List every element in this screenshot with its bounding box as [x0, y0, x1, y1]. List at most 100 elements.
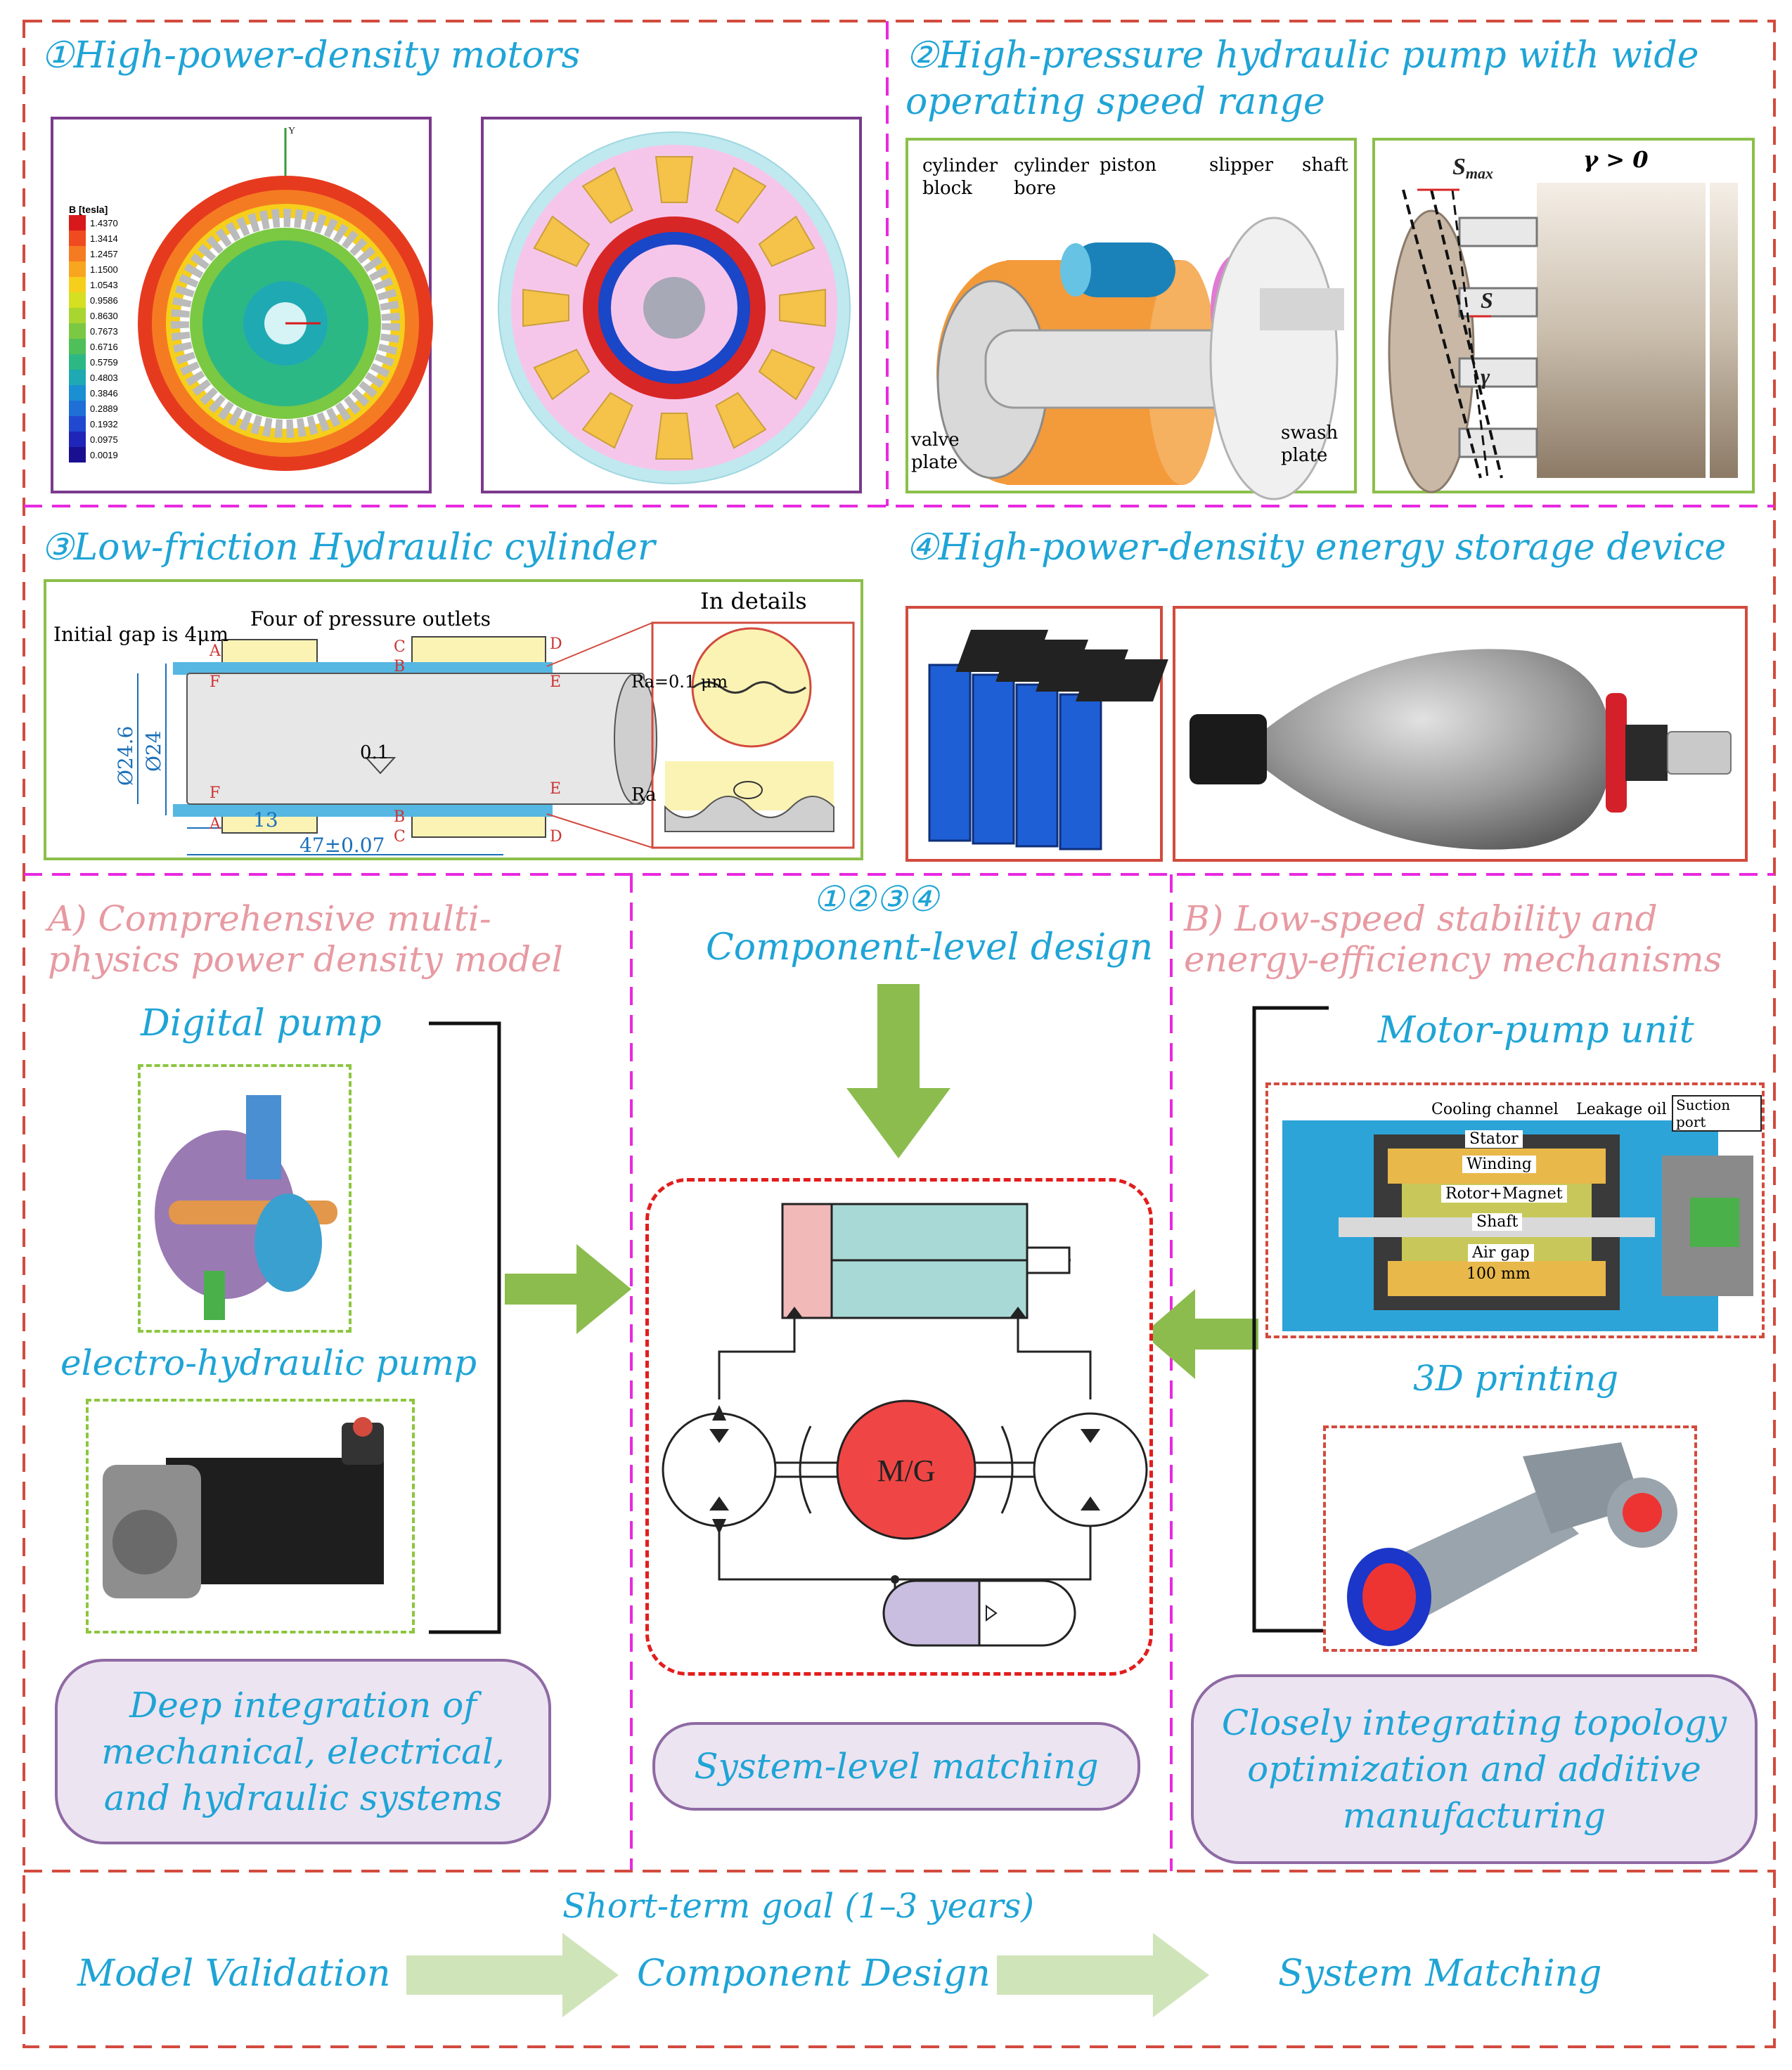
battery-cell [1015, 683, 1059, 848]
label-shaft: shaft [1302, 155, 1348, 176]
stator-slot [581, 392, 633, 449]
mp-label-stator: Stator [1465, 1130, 1523, 1148]
legend-entry: 1.3414 [69, 231, 146, 246]
stator-slot [758, 349, 816, 401]
letter-b-top: B [394, 658, 406, 675]
letter-c-bottom: C [394, 828, 406, 846]
letter-f-bottom: F [210, 784, 221, 802]
digital-pump-svg [155, 1095, 337, 1320]
summary-left: Deep integration of mechanical, electric… [55, 1659, 551, 1844]
cross-section-svg [498, 131, 851, 484]
stator-slot [655, 156, 694, 203]
goal-label: Short-term goal (1–3 years) [562, 1887, 1034, 1926]
pump-diagram: cylinder block cylinder bore piston slip… [905, 138, 1357, 500]
legend-swatch [69, 385, 86, 401]
legend-entry: 0.0975 [69, 432, 146, 447]
stator-slot [581, 167, 633, 224]
mp-label-winding: Winding [1462, 1156, 1536, 1173]
mg-label: M/G [877, 1454, 935, 1488]
legend-swatch [69, 292, 86, 308]
gamma-angle-label: γ [1481, 363, 1490, 389]
legend-swatch [69, 231, 86, 246]
mp-label-airgap: Air gap [1468, 1244, 1534, 1262]
legend-swatch [69, 308, 86, 323]
legend-value: 1.2457 [90, 248, 118, 259]
dim-13: 13 [253, 808, 278, 832]
section-1-title: ①High-power-density motors [41, 34, 581, 77]
motor-pump-section-image: Cooling channel Leakage oil Suction port… [1265, 1082, 1765, 1338]
legend-value: 0.9586 [90, 295, 118, 306]
legend-swatch [69, 323, 86, 339]
printing-svg [1347, 1442, 1677, 1646]
step-system-matching: System Matching [1278, 1953, 1602, 1995]
circuit-svg: M/G [662, 1203, 1148, 1647]
legend-entry: 0.2889 [69, 401, 146, 416]
battery-image [905, 606, 1168, 862]
legend-value: 0.1932 [90, 418, 118, 429]
pump-swash-diagram: Smax S γ γ > 0 [1372, 138, 1755, 493]
summary-center: System-level matching [652, 1722, 1140, 1811]
legend-entry: 0.4803 [69, 370, 146, 385]
cylinder-svg [137, 621, 855, 855]
legend-swatch [69, 447, 86, 462]
stator-slot [758, 215, 816, 267]
letter-b-bottom: B [394, 808, 406, 826]
section-2-title-line2: operating speed range [905, 81, 1325, 123]
center-numbers: ①②③④ [813, 879, 939, 919]
legend-swatch [69, 416, 86, 432]
step-model-validation: Model Validation [77, 1953, 391, 1995]
stator-slot [715, 167, 767, 224]
legend-value: 0.2889 [90, 403, 118, 414]
letter-c-top: C [394, 638, 406, 656]
legend-value: 0.3846 [90, 387, 118, 399]
mp-label-suction: Suction port [1672, 1095, 1762, 1132]
legend-entry: 1.2457 [69, 246, 146, 261]
motor-cross-section [481, 117, 862, 493]
stator-slot [533, 349, 591, 401]
stator-slot [522, 288, 569, 328]
legend-swatch [69, 215, 86, 231]
letter-e-bottom: E [550, 780, 562, 798]
smax-label: Smax [1452, 154, 1493, 182]
electro-pump-image[interactable] [86, 1399, 415, 1634]
legend-swatch [69, 261, 86, 277]
section-2-title-line1: ②High-pressure hydraulic pump with wide [905, 34, 1699, 77]
legend-value: 1.1500 [90, 264, 118, 275]
initial-gap-label: Initial gap is 4μm [53, 623, 229, 646]
stator-slot [533, 215, 591, 267]
label-cylinder-block: cylinder block [922, 155, 998, 199]
battery-cell [972, 673, 1015, 845]
stator-slot [779, 288, 826, 328]
legend-entry: 0.3846 [69, 385, 146, 401]
cylinder-drawing: Initial gap is 4μm Four of pressure outl… [44, 579, 863, 860]
legend-swatch [69, 246, 86, 261]
gamma-label: γ > 0 [1583, 146, 1649, 173]
legend-swatch [69, 339, 86, 354]
mp-label-length: 100 mm [1467, 1265, 1530, 1283]
battery-top [1075, 659, 1168, 701]
legend-entry: 1.0543 [69, 277, 146, 292]
s-label: S [1481, 287, 1493, 313]
printing-label: 3D printing [1413, 1358, 1619, 1399]
mp-label-leakage: Leakage oil [1576, 1101, 1667, 1118]
battery-cell [1059, 693, 1102, 850]
outlets-label: Four of pressure outlets [250, 607, 491, 630]
legend-value: 0.5759 [90, 356, 118, 368]
letter-f-top: F [210, 673, 221, 691]
legend-entry: 1.4370 [69, 215, 146, 231]
mp-label-cooling: Cooling channel [1431, 1101, 1559, 1118]
swash-svg: Smax S γ [1388, 154, 1738, 493]
legend-value: 0.8630 [90, 310, 118, 321]
legend-value: 0.4803 [90, 372, 118, 383]
letter-d-top: D [550, 635, 562, 653]
legend-swatch [69, 277, 86, 292]
legend-entry: 1.1500 [69, 261, 146, 277]
digital-pump-image[interactable] [138, 1064, 352, 1333]
legend-value: 1.0543 [90, 279, 118, 290]
mp-label-shaft: Shaft [1472, 1213, 1523, 1231]
system-circuit: M/G [645, 1178, 1153, 1676]
mp-label-rotor: Rotor+Magnet [1441, 1185, 1567, 1203]
left-column-title: A) Comprehensive multi-physics power den… [48, 898, 563, 980]
